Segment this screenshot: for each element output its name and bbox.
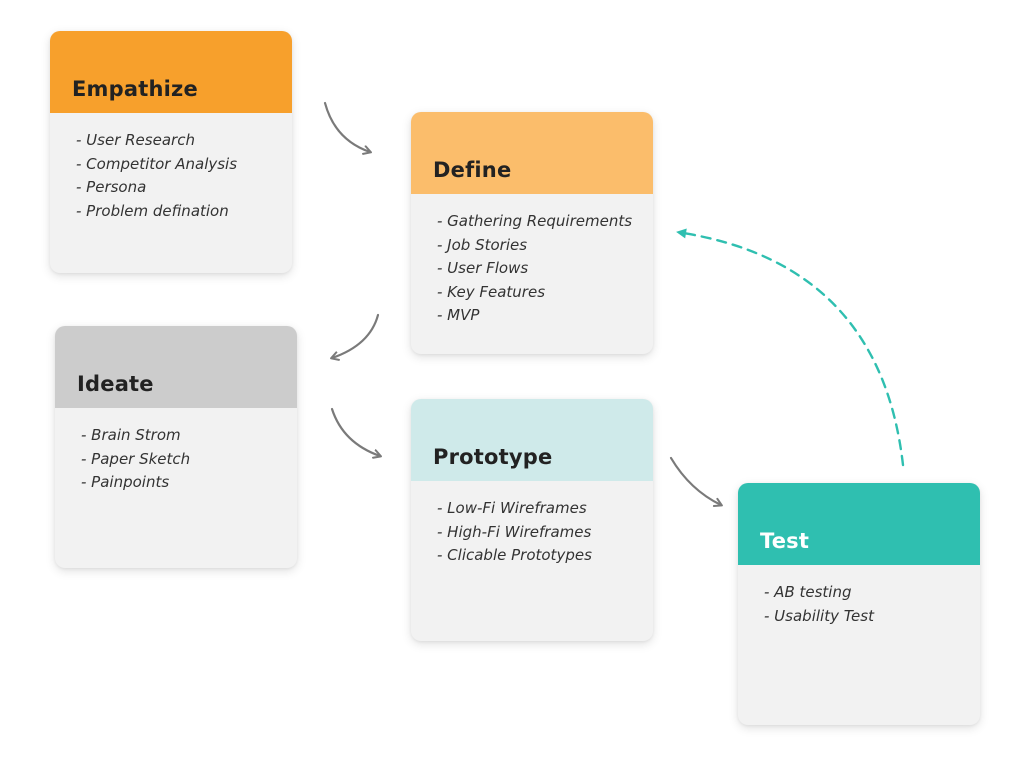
stage-header-empathize: Empathize [50, 31, 292, 113]
stage-title-empathize: Empathize [72, 77, 198, 101]
stage-card-prototype: Prototype - Low-Fi Wireframes - High-Fi … [411, 399, 653, 641]
stage-item: - Low-Fi Wireframes [437, 499, 587, 517]
stage-card-define: Define - Gathering Requirements - Job St… [411, 112, 653, 354]
arrow-ideate-to-prototype [330, 407, 382, 459]
stage-card-empathize: Empathize - User Research - Competitor A… [50, 31, 292, 273]
stage-item: - Clicable Prototypes [437, 546, 592, 564]
stage-item: - Job Stories [437, 235, 528, 254]
arrow-define-to-ideate [330, 313, 380, 361]
stage-item: - MVP [437, 306, 480, 324]
stage-item: - Paper Sketch [81, 449, 191, 468]
stage-item: - User Research [76, 131, 195, 149]
stage-items-ideate: - Brain Strom - Paper Sketch - Painpoint… [55, 408, 297, 495]
stage-header-test: Test [738, 483, 980, 565]
loop-arrow-test-to-define [676, 228, 905, 467]
stage-item: - User Flows [437, 259, 529, 277]
stage-card-ideate: Ideate - Brain Strom - Paper Sketch - Pa… [55, 326, 297, 568]
stage-title-prototype: Prototype [433, 445, 553, 469]
stage-item: - Brain Strom [81, 426, 181, 444]
stage-header-define: Define [411, 112, 653, 194]
stage-item: - Painpoints [81, 473, 170, 491]
stage-title-test: Test [760, 529, 810, 553]
stage-title-ideate: Ideate [77, 372, 154, 396]
stage-item: - High-Fi Wireframes [437, 522, 592, 541]
stage-item: - AB testing [764, 583, 852, 601]
stage-item: - Usability Test [764, 606, 874, 625]
arrow-prototype-to-test [669, 456, 723, 507]
stage-item: - Problem defination [76, 201, 229, 220]
stage-item: - Persona [76, 178, 147, 196]
stage-items-empathize: - User Research - Competitor Analysis - … [50, 113, 292, 223]
stage-item: - Key Features [437, 282, 546, 301]
stage-title-define: Define [433, 158, 512, 182]
stage-item: - Competitor Analysis [76, 154, 238, 173]
stage-items-prototype: - Low-Fi Wireframes - High-Fi Wireframes… [411, 481, 653, 568]
stage-items-define: - Gathering Requirements - Job Stories -… [411, 194, 653, 328]
stage-item: - Gathering Requirements [437, 212, 633, 230]
stage-header-ideate: Ideate [55, 326, 297, 408]
arrow-empathize-to-define [323, 101, 372, 155]
stage-items-test: - AB testing - Usability Test [738, 565, 980, 628]
stage-card-test: Test - AB testing - Usability Test [738, 483, 980, 725]
stage-header-prototype: Prototype [411, 399, 653, 481]
